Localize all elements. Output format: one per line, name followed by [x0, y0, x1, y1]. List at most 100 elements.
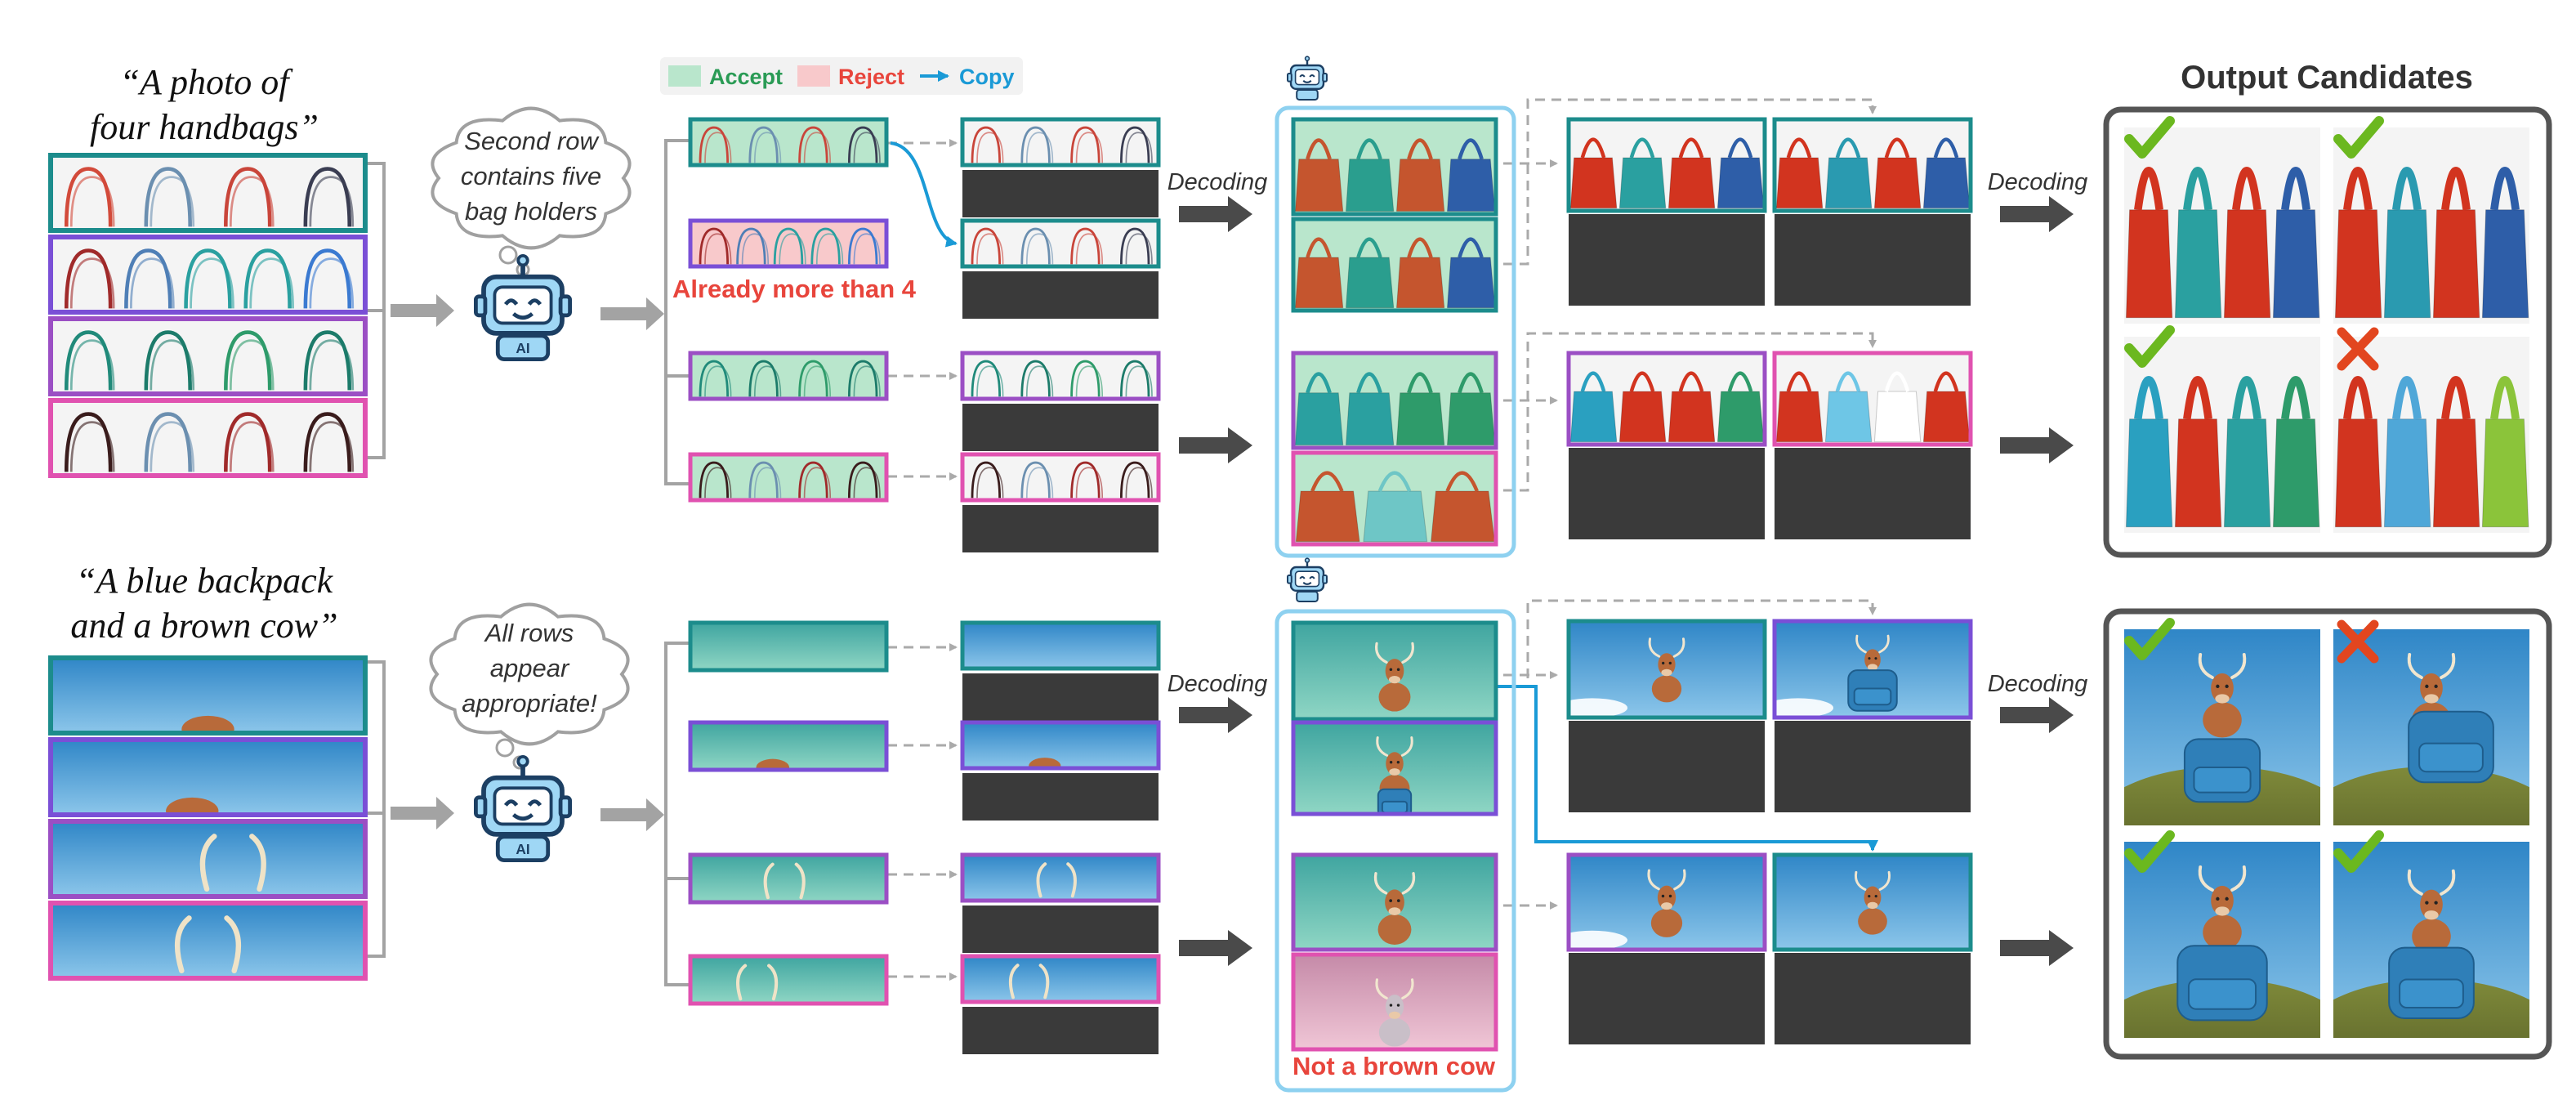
verifier-panel	[1275, 609, 1516, 1093]
decoded-token	[1775, 353, 1971, 445]
pending-block	[1569, 448, 1765, 539]
token-frame	[1291, 217, 1498, 313]
accepted-token	[1293, 855, 1496, 950]
check-icon	[2124, 325, 2175, 368]
accepted-token	[1293, 219, 1496, 311]
accepted-token	[690, 353, 886, 399]
token-frame	[960, 852, 1161, 903]
token-frame	[960, 620, 1161, 671]
robot-icon: AI	[474, 754, 573, 862]
input-strip-frame	[48, 153, 368, 233]
decoding-labels: Decoding Decoding Decoding Decoding	[1167, 169, 2088, 697]
token-frame	[1291, 117, 1498, 217]
cross-icon	[2337, 619, 2379, 664]
pending-block	[962, 404, 1159, 451]
token-frame	[960, 218, 1161, 269]
thought-cloud-1: Second row contains five bag holders	[431, 106, 632, 250]
output-image-handbags	[2124, 337, 2320, 533]
thought-bubble-dot	[498, 245, 518, 265]
robot-badge-label: AI	[516, 340, 529, 356]
token-frame	[1291, 852, 1498, 952]
svg-text:Decoding: Decoding	[1167, 671, 1268, 697]
decoding-arrow	[2000, 427, 2074, 463]
pending-block	[1569, 953, 1765, 1044]
output-image-cow	[2124, 842, 2320, 1038]
token-frame	[960, 452, 1161, 503]
token-frame	[960, 954, 1161, 1004]
decoding-arrow	[2000, 697, 2074, 733]
decoding-arrow	[2000, 930, 2074, 966]
connectors	[368, 98, 2074, 986]
output-image-handbags	[2124, 127, 2320, 324]
pending-block	[962, 505, 1159, 552]
svg-text:Decoding: Decoding	[1167, 169, 1268, 195]
svg-text:and a brown cow”: and a brown cow”	[70, 606, 337, 646]
token-blocks	[688, 105, 1973, 1093]
svg-text:“A photo of: “A photo of	[119, 62, 293, 102]
decoded-token	[1775, 119, 1971, 211]
output-image-cow	[2124, 629, 2320, 825]
token-frame	[688, 218, 889, 269]
decoded-token	[1775, 855, 1971, 950]
token-frame	[960, 351, 1161, 401]
token-frame	[1772, 619, 1973, 720]
thought-bubble-dot	[495, 738, 515, 758]
accepted-token	[1293, 353, 1496, 448]
robot-icon	[1287, 557, 1328, 602]
note-not-brown-cow: Not a brown cow	[1292, 1052, 1496, 1080]
decoding-arrow	[1179, 697, 1252, 733]
token-frame	[960, 117, 1161, 168]
big-arrow	[391, 294, 454, 327]
thought-cloud-2: All rows appear appropriate!	[429, 602, 630, 746]
token-frame	[1566, 117, 1767, 213]
accepted-token	[690, 454, 886, 500]
pending-block	[1569, 721, 1765, 812]
pending-block	[1775, 721, 1971, 812]
svg-text:four handbags”: four handbags”	[90, 107, 319, 147]
big-arrow	[600, 798, 664, 831]
kept-token	[962, 119, 1159, 165]
pending-block	[962, 673, 1159, 721]
token-frame	[1291, 952, 1498, 1052]
pending-block	[1775, 214, 1971, 306]
kept-token	[962, 454, 1159, 500]
input-strip	[51, 658, 365, 733]
input-strip	[51, 400, 365, 476]
input-strip-frame	[48, 819, 368, 899]
check-icon	[2333, 116, 2384, 159]
pending-block	[962, 773, 1159, 821]
svg-text:Decoding: Decoding	[1988, 671, 2088, 697]
rejected-token	[690, 221, 886, 266]
accepted-token	[690, 956, 886, 1004]
prompt-backpack-cow: “A blue backpack and a brown cow”	[70, 561, 337, 646]
input-strip	[51, 903, 365, 978]
token-frame	[688, 620, 889, 673]
decoding-arrow	[1179, 930, 1252, 966]
svg-text:All rows: All rows	[484, 619, 574, 647]
robot-badge-label: AI	[516, 841, 529, 857]
kept-token	[962, 722, 1159, 768]
input-strips	[48, 153, 368, 981]
token-frame	[688, 954, 889, 1006]
copy-arrow	[1495, 685, 1878, 852]
pending-block	[962, 1007, 1159, 1054]
accepted-token	[690, 855, 886, 902]
token-frame	[688, 720, 889, 772]
kept-token	[962, 221, 1159, 266]
decoded-token	[1569, 353, 1765, 445]
token-frame	[688, 452, 889, 503]
pending-block	[962, 905, 1159, 953]
token-frame	[1566, 852, 1767, 952]
legend: Accept Reject Copy	[660, 57, 1023, 95]
token-frame	[960, 720, 1161, 771]
pending-block	[1569, 214, 1765, 306]
output-panel	[2103, 106, 2552, 558]
input-strip	[51, 740, 365, 815]
decoded-token	[1569, 855, 1765, 950]
kept-token	[962, 623, 1159, 668]
check-icon	[2124, 618, 2175, 660]
token-frame	[1291, 351, 1498, 450]
accepted-token	[690, 722, 886, 770]
robots: AI AI	[474, 56, 1328, 862]
